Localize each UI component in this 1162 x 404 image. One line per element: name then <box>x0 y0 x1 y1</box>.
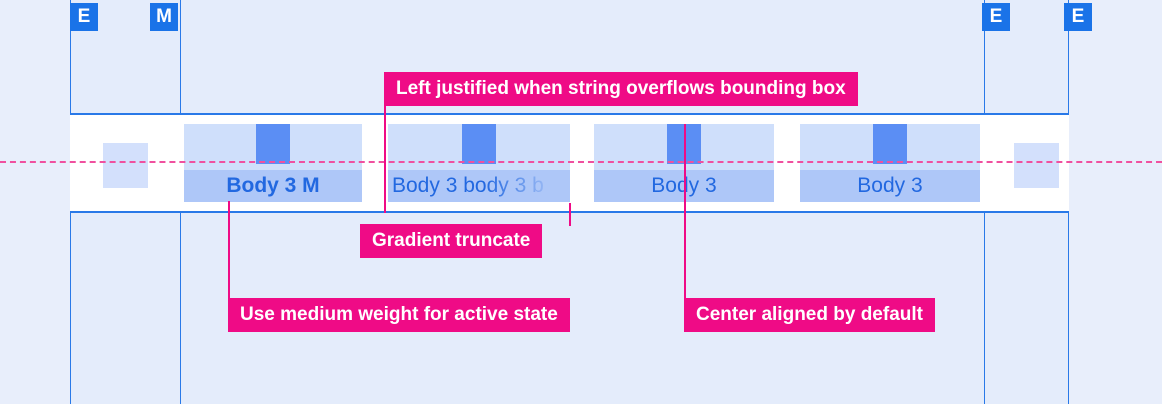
tab-2-fade-wrap: Body 3 body 3 b <box>392 170 570 202</box>
tab-4-label: Body 3 <box>800 170 980 202</box>
tab-item-1[interactable]: Body 3 M <box>184 124 362 202</box>
gradient-callout: Gradient truncate <box>360 224 543 258</box>
spacing-badge-e-right-2: E <box>1064 3 1092 31</box>
tab-2-label-text: Body 3 body 3 b <box>392 174 544 197</box>
leading-end-square <box>103 143 148 188</box>
tab-item-4[interactable]: Body 3 <box>800 124 980 202</box>
spacing-badge-e-left: E <box>70 3 98 31</box>
square-icon <box>873 124 907 164</box>
spacing-badge-e-right-1: E <box>982 3 1010 31</box>
medium-weight-callout-leader <box>228 201 230 299</box>
overflow-callout-leader <box>384 72 386 213</box>
tab-item-2[interactable]: Body 3 body 3 b <box>388 124 570 202</box>
square-icon <box>462 124 496 164</box>
overflow-callout: Left justified when string overflows bou… <box>384 72 858 106</box>
center-aligned-callout-leader <box>684 124 686 299</box>
medium-weight-callout: Use medium weight for active state <box>228 298 570 332</box>
tab-2-label: Body 3 body 3 b <box>388 170 570 202</box>
spacing-badge-m: M <box>150 3 178 31</box>
baseline-guide <box>0 161 1162 163</box>
square-icon <box>256 124 290 164</box>
trailing-end-square <box>1014 143 1059 188</box>
gradient-callout-leader <box>569 203 571 226</box>
tab-1-label: Body 3 M <box>184 170 362 202</box>
center-aligned-callout: Center aligned by default <box>684 298 935 332</box>
